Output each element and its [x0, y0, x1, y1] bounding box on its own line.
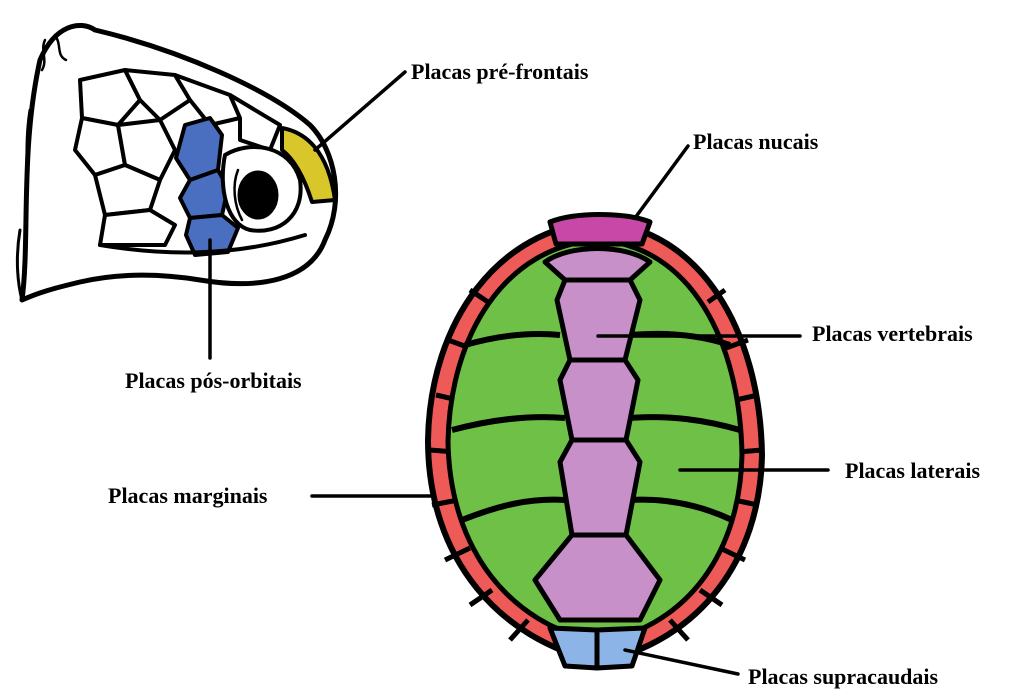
- turtle-carapace: [428, 215, 762, 669]
- supracaudal-plate: [597, 628, 645, 668]
- leader-supracaudais: [625, 650, 738, 674]
- label-vertebrais: Placas vertebrais: [812, 323, 973, 345]
- vertebral-plate: [545, 249, 650, 281]
- eye: [238, 171, 278, 219]
- vertebral-plate: [557, 280, 640, 360]
- label-nucais: Placas nucais: [693, 131, 818, 153]
- vertebral-plate: [560, 440, 640, 535]
- label-marginais: Placas marginais: [108, 485, 268, 507]
- label-pre-frontais: Placas pré-frontais: [411, 61, 588, 83]
- leader-pre-frontais: [315, 72, 405, 150]
- vertebral-plate: [560, 360, 638, 440]
- label-laterais: Placas laterais: [845, 460, 980, 482]
- label-supracaudais: Placas supracaudais: [748, 666, 938, 688]
- turtle-head: [17, 25, 335, 300]
- supracaudal-plate: [550, 628, 597, 668]
- leader-nucais: [635, 146, 688, 218]
- label-pos-orbitais: Placas pós-orbitais: [125, 370, 302, 392]
